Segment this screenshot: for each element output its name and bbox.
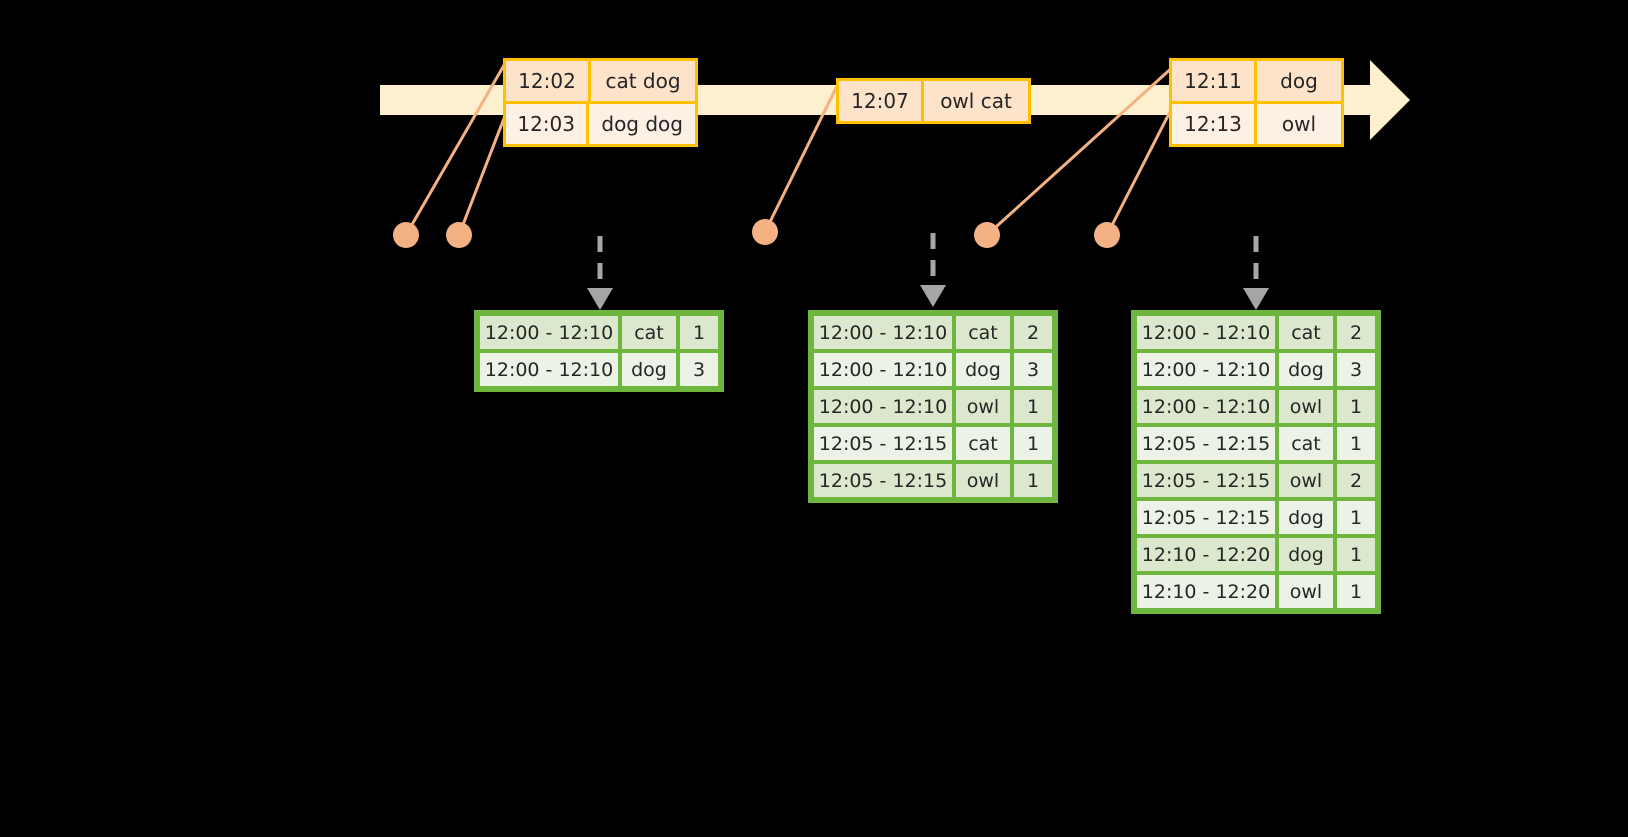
table-cell-count: 2 — [1335, 314, 1377, 351]
event-words: cat dog — [605, 69, 681, 93]
table-cell-window: 12:00 - 12:10 — [478, 314, 620, 351]
event-words: owl — [1281, 112, 1317, 136]
dashed-arrows — [597, 233, 1259, 288]
event-time: 12:11 — [1172, 61, 1257, 101]
table-cell-word: cat — [1277, 425, 1335, 462]
table-cell-window: 12:00 - 12:10 — [478, 351, 620, 388]
table-cell-window: 12:00 - 12:10 — [1135, 314, 1277, 351]
table-cell-count: 1 — [1335, 388, 1377, 425]
event-group-3[interactable]: 12:11 dog 12:13 owl — [1169, 58, 1344, 147]
table-cell-count: 3 — [1012, 351, 1054, 388]
table-cell-count: 1 — [1335, 573, 1377, 610]
table-cell-word: owl — [954, 388, 1012, 425]
table-cell-word: dog — [620, 351, 678, 388]
connector-dot-2 — [446, 222, 472, 248]
table-cell-count: 1 — [1012, 462, 1054, 499]
connector-dot-4 — [974, 222, 1000, 248]
table-cell-count: 1 — [1335, 536, 1377, 573]
dashed-arrow-heads — [587, 285, 1269, 310]
table-cell-word: dog — [1277, 499, 1335, 536]
table-cell-count: 1 — [1012, 388, 1054, 425]
table-cell-word: cat — [620, 314, 678, 351]
table-cell-window: 12:05 - 12:15 — [1135, 462, 1277, 499]
connector-line-5 — [1105, 99, 1178, 236]
connector-line-3 — [763, 79, 842, 233]
table-cell-count: 3 — [1335, 351, 1377, 388]
connector-dots — [393, 219, 1120, 248]
table-cell-word: owl — [1277, 462, 1335, 499]
table-cell-word: owl — [1277, 388, 1335, 425]
table-cell-word: dog — [1277, 351, 1335, 388]
event-words: owl cat — [940, 89, 1012, 113]
table-cell-window: 12:00 - 12:10 — [812, 351, 954, 388]
table-cell-window: 12:05 - 12:15 — [812, 425, 954, 462]
connector-dot-5 — [1094, 222, 1120, 248]
table-cell-word: dog — [954, 351, 1012, 388]
event-time: 12:02 — [506, 61, 591, 101]
table-cell-count: 1 — [678, 314, 720, 351]
event-group-1[interactable]: 12:02 cat dog 12:03 dog dog — [503, 58, 698, 147]
event-row[interactable]: 12:11 dog — [1172, 61, 1341, 101]
table-cell-count: 1 — [1335, 499, 1377, 536]
table-cell-window: 12:00 - 12:10 — [812, 388, 954, 425]
table-cell-window: 12:05 - 12:15 — [1135, 425, 1277, 462]
event-time: 12:13 — [1172, 104, 1257, 144]
table-cell-word: owl — [1277, 573, 1335, 610]
event-row[interactable]: 12:07 owl cat — [839, 81, 1028, 121]
connector-dot-3 — [752, 219, 778, 245]
table-cell-word: owl — [954, 462, 1012, 499]
table-cell-count: 1 — [1335, 425, 1377, 462]
event-words: dog dog — [601, 112, 683, 136]
table-cell-count: 2 — [1012, 314, 1054, 351]
table-cell-window: 12:05 - 12:15 — [812, 462, 954, 499]
event-group-2[interactable]: 12:07 owl cat — [836, 78, 1031, 124]
connector-dot-1 — [393, 222, 419, 248]
table-cell-window: 12:10 - 12:20 — [1135, 536, 1277, 573]
table-cell-window: 12:00 - 12:10 — [812, 314, 954, 351]
table-cell-window: 12:05 - 12:15 — [1135, 499, 1277, 536]
connector-line-1 — [404, 59, 509, 236]
table-cell-word: cat — [954, 425, 1012, 462]
table-cell-word: dog — [1277, 536, 1335, 573]
event-words: dog — [1280, 69, 1318, 93]
table-cell-word: cat — [954, 314, 1012, 351]
table-cell-word: cat — [1277, 314, 1335, 351]
table-cell-count: 2 — [1335, 462, 1377, 499]
table-cell-window: 12:10 - 12:20 — [1135, 573, 1277, 610]
table-cell-count: 1 — [1012, 425, 1054, 462]
dashed-arrow-head-2 — [920, 285, 946, 307]
event-time: 12:03 — [506, 104, 590, 144]
dashed-arrow-head-3 — [1243, 288, 1269, 310]
table-cell-count: 3 — [678, 351, 720, 388]
dashed-arrow-head-1 — [587, 288, 613, 310]
table-cell-window: 12:00 - 12:10 — [1135, 351, 1277, 388]
event-row[interactable]: 12:03 dog dog — [506, 101, 695, 144]
event-row[interactable]: 12:13 owl — [1172, 101, 1341, 144]
event-row[interactable]: 12:02 cat dog — [506, 61, 695, 101]
table-cell-window: 12:00 - 12:10 — [1135, 388, 1277, 425]
event-time: 12:07 — [839, 81, 924, 121]
